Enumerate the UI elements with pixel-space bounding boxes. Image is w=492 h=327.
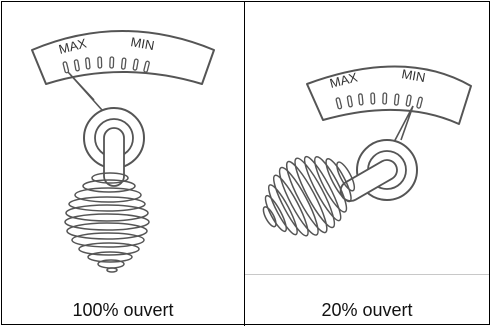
gauge-max-label: MAX (57, 35, 88, 56)
gauge-ticks (62, 56, 150, 74)
coil-spring (262, 155, 356, 237)
column-divider (244, 1, 245, 326)
coil-spring (64, 172, 150, 273)
gauge-min-label: MIN (129, 34, 155, 53)
gauge-pointer (392, 105, 414, 145)
gauge-plate (31, 30, 215, 85)
panel-fully-open: MAX MIN (2, 2, 244, 325)
caption-open: 100% ouvert (72, 300, 174, 320)
damper-illustration-partial: MAX MIN (262, 65, 472, 237)
damper-illustration-open: MAX MIN (31, 30, 215, 273)
gauge-ticks (335, 92, 423, 110)
gauge-plate (306, 65, 472, 125)
separator-line (245, 274, 489, 275)
gauge-max-label: MAX (328, 69, 359, 90)
caption-partial: 20% ouvert (321, 300, 413, 320)
gauge-min-label: MIN (400, 66, 426, 85)
panel-partially-open: MAX MIN (245, 2, 489, 325)
damper-shaft (103, 127, 125, 187)
gauge-pointer (67, 71, 103, 111)
